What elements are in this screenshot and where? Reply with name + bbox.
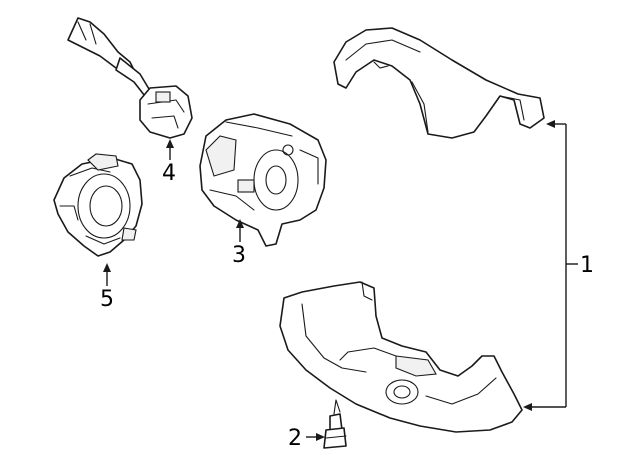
part-2-screw bbox=[323, 399, 347, 449]
part-3-column-module bbox=[199, 113, 327, 247]
callout-2: 2 bbox=[288, 426, 302, 451]
part-1-upper-shroud bbox=[333, 27, 545, 139]
callout-1: 1 bbox=[580, 253, 594, 278]
callout-3: 3 bbox=[232, 243, 246, 268]
part-1-lower-shroud bbox=[279, 281, 523, 433]
part-4-switch-stalk bbox=[67, 17, 193, 139]
callout-4: 4 bbox=[162, 161, 176, 186]
part-5-clockspring bbox=[53, 153, 143, 257]
callout-5: 5 bbox=[100, 287, 114, 312]
leaders bbox=[103, 120, 578, 441]
